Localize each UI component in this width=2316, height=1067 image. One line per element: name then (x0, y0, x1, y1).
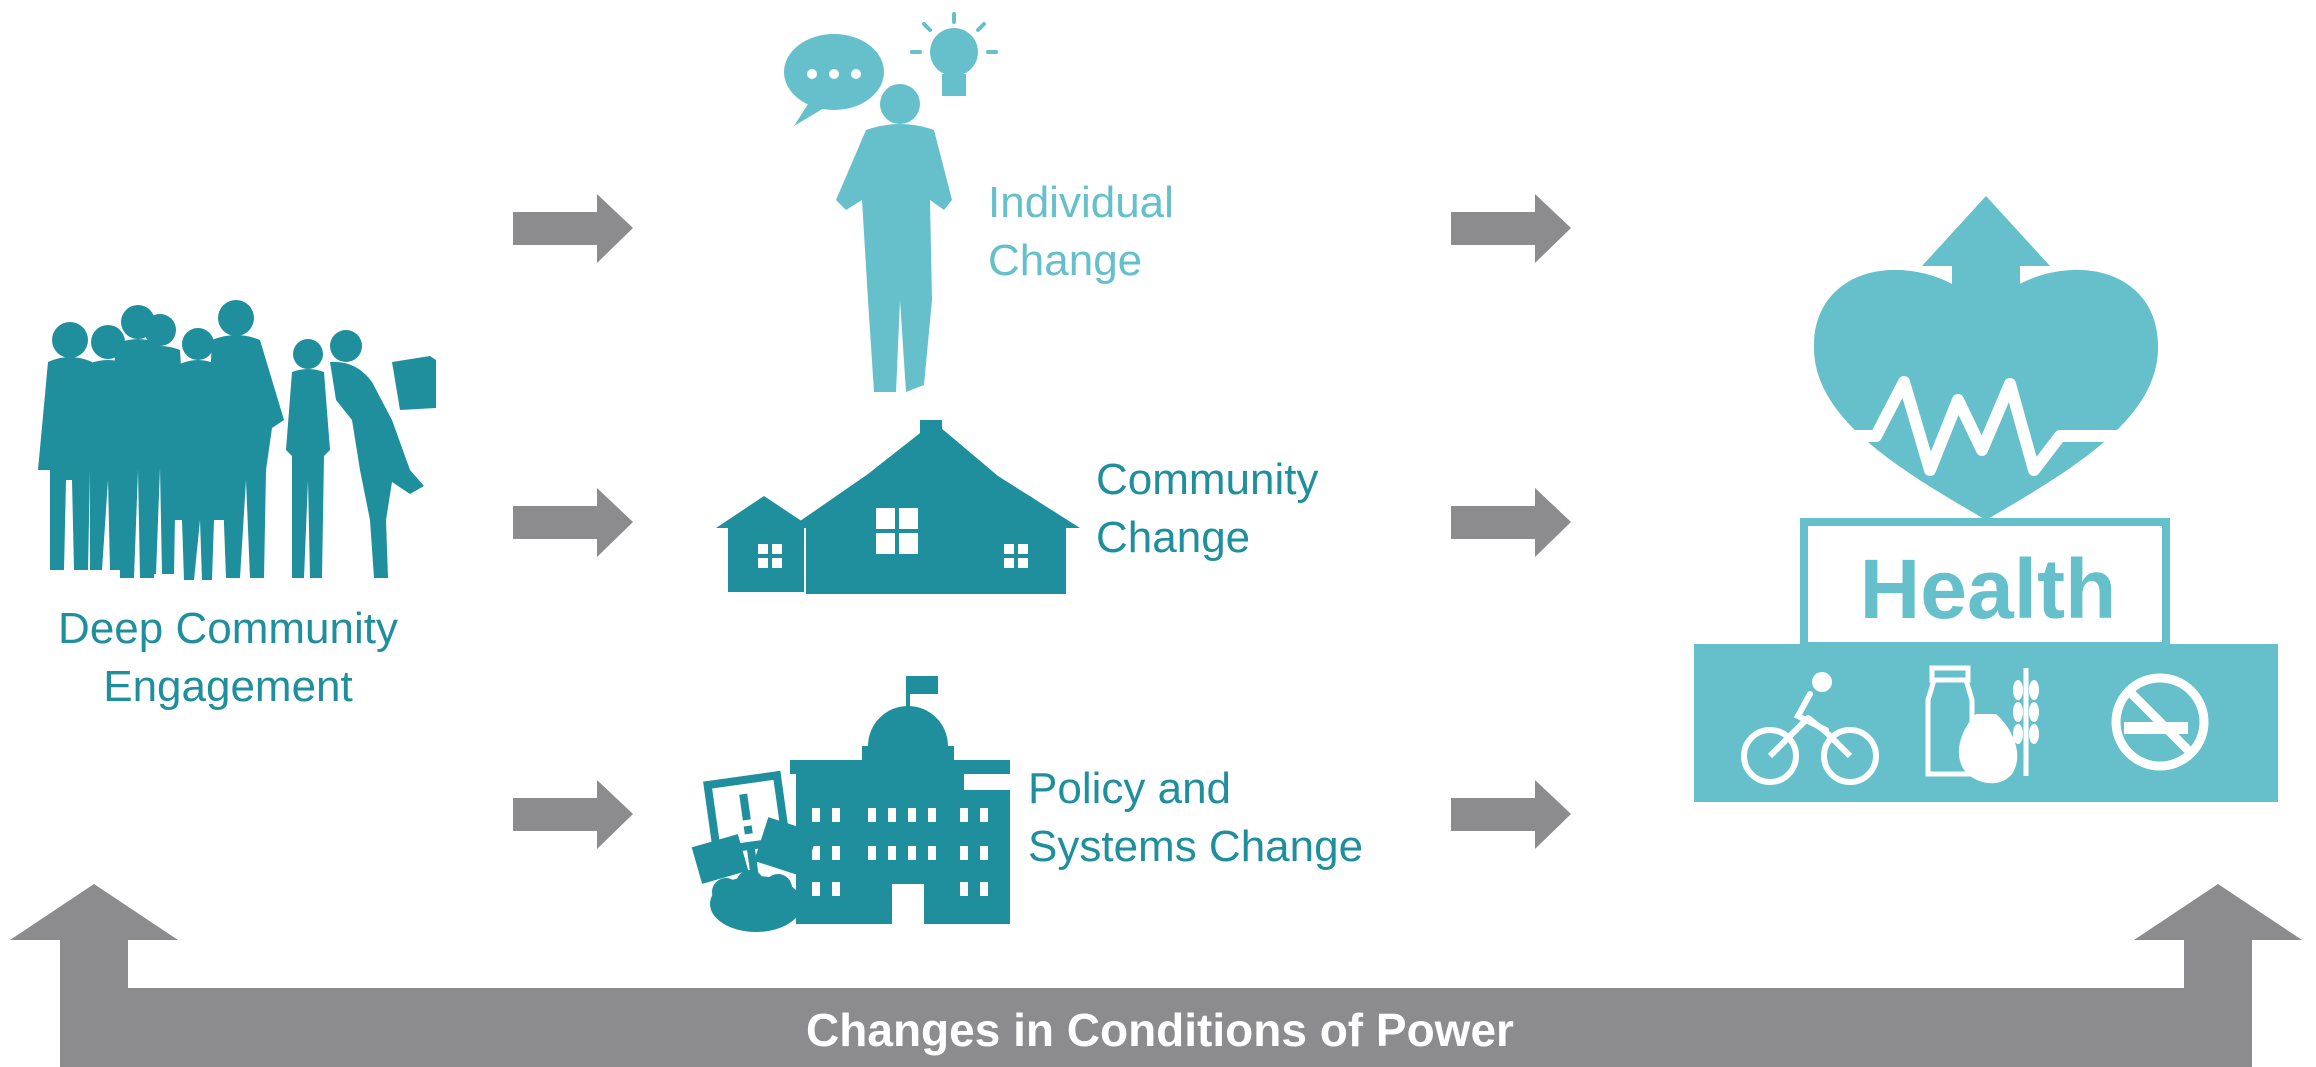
arrows-to-health (1451, 194, 1571, 849)
person-thinking-icon (784, 12, 998, 392)
feedback-loop-arrow (10, 884, 2302, 1067)
policy-systems-change-label: Policy and Systems Change (1028, 764, 1364, 871)
conditions-of-power-label: Changes in Conditions of Power (806, 1004, 1514, 1056)
health-label: Health (1859, 542, 2117, 636)
heart-pulse-icon (1813, 196, 2159, 520)
health-label-box (1800, 518, 2170, 650)
individual-change-label: Individual Change (988, 178, 1174, 285)
no-smoking-icon (2111, 673, 2209, 771)
arrow-to-community-icon (513, 488, 633, 557)
arrows-to-changes (513, 194, 633, 849)
community-change-label: Community Change (1096, 455, 1319, 562)
arrow-from-individual-icon (1451, 194, 1571, 263)
arrow-to-policy-icon (513, 780, 633, 849)
arrow-to-individual-icon (513, 194, 633, 263)
capitol-protest-icon (691, 676, 1010, 932)
people-group-icon (38, 300, 436, 580)
bicycle-icon (1741, 672, 1879, 785)
arrow-from-community-icon (1451, 488, 1571, 557)
houses-icon (716, 420, 1080, 594)
deep-community-engagement-label: Deep Community Engagement (58, 604, 398, 711)
arrow-from-policy-icon (1451, 780, 1571, 849)
healthy-food-icon (1925, 665, 2039, 784)
